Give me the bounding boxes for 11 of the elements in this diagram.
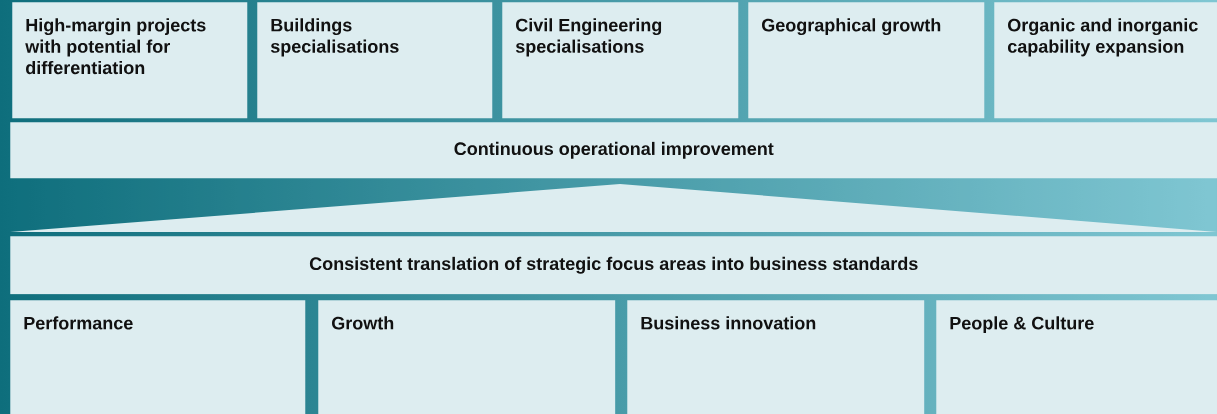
band-box: Continuous operational improvement	[10, 122, 1217, 179]
text-box: Performance	[10, 300, 306, 414]
text-box: Civil Engineering specialisations	[502, 2, 739, 119]
text-box: High-margin projects with potential for differentiation	[12, 2, 248, 119]
text-box: People & Culture	[936, 300, 1217, 414]
text-box: Organic and inorganic capability expansion	[994, 2, 1217, 119]
text-box: Business innovation	[627, 300, 925, 414]
text-box: Buildings specialisations	[257, 2, 493, 119]
band-box: Consistent translation of strategic focus areas into business standards	[10, 236, 1217, 295]
text-box: Geographical growth	[748, 2, 985, 119]
text-box: Growth	[318, 300, 616, 414]
